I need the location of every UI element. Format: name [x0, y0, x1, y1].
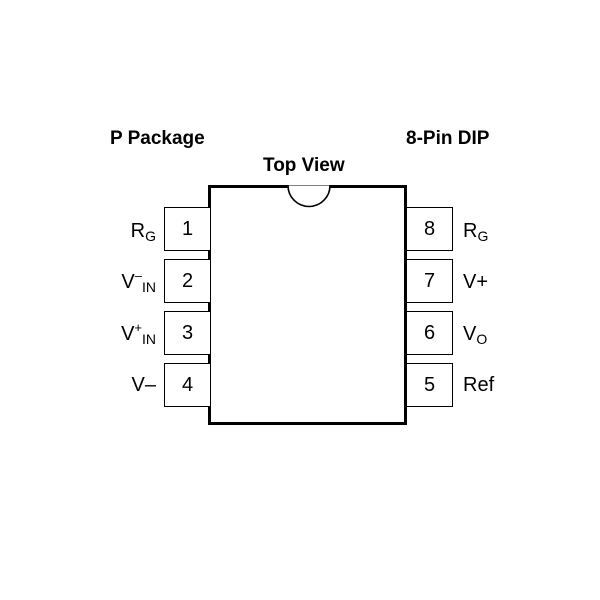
pin-6: 6 — [407, 311, 453, 355]
pin-3-label: V+IN — [121, 320, 156, 347]
pin-number: 2 — [181, 269, 194, 292]
pin-6-label: VO — [463, 323, 488, 347]
pin-number: 6 — [423, 321, 436, 344]
pin-5-label: Ref — [463, 374, 495, 396]
pin-7-label: V+ — [463, 271, 489, 293]
ic-body — [208, 185, 407, 425]
pin-number: 3 — [181, 321, 194, 344]
orientation-notch — [287, 185, 331, 208]
view-title: Top View — [263, 155, 345, 176]
pin-2-label: V–IN — [121, 268, 156, 295]
pin-3: 3 — [164, 311, 210, 355]
pin-5: 5 — [407, 363, 453, 407]
pin-count-title: 8-Pin DIP — [406, 128, 490, 149]
pin-1: 1 — [164, 207, 210, 251]
pin-7: 7 — [407, 259, 453, 303]
pin-number: 5 — [423, 373, 436, 396]
pin-1-label: RG — [130, 220, 156, 244]
pin-4-label: V– — [131, 374, 156, 396]
pin-8-label: RG — [463, 220, 489, 244]
pin-number: 1 — [181, 217, 194, 240]
pin-number: 4 — [181, 373, 194, 396]
pin-8: 8 — [407, 207, 453, 251]
pin-2: 2 — [164, 259, 210, 303]
pin-number: 7 — [423, 269, 436, 292]
pin-number: 8 — [423, 217, 436, 240]
package-title: P Package — [110, 128, 205, 149]
pin-4: 4 — [164, 363, 210, 407]
